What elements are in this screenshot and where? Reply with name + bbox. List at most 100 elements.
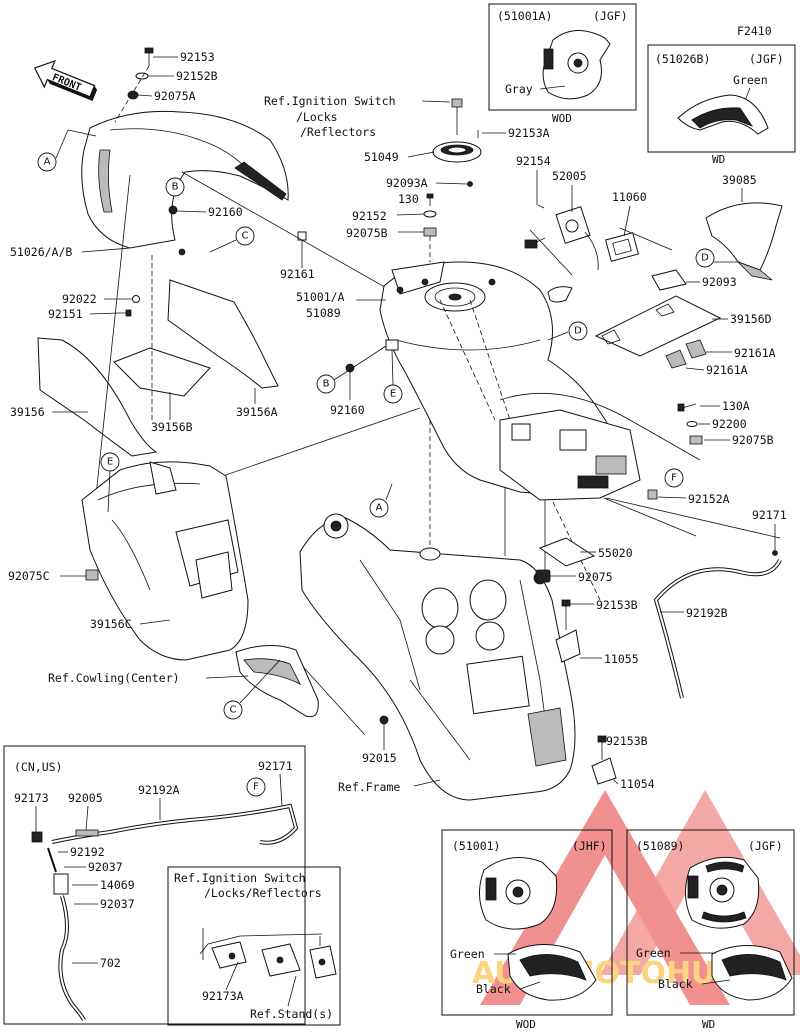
hardware-92152a xyxy=(647,489,658,500)
svg-text:92152: 92152 xyxy=(352,209,387,223)
svg-text:39156B: 39156B xyxy=(151,420,193,434)
svg-text:51049: 51049 xyxy=(364,150,399,164)
callout-c-2: C xyxy=(223,700,243,720)
svg-text:92192A: 92192A xyxy=(138,783,180,797)
panel-39156a xyxy=(167,279,279,389)
callout-f-1: F xyxy=(664,468,684,488)
svg-text:92192: 92192 xyxy=(70,845,105,859)
svg-text:92037: 92037 xyxy=(88,860,123,874)
svg-text:92153: 92153 xyxy=(180,50,215,64)
inset-51026b: (51026B) (JGF) Green WD xyxy=(647,44,796,166)
svg-text:92075B: 92075B xyxy=(732,433,774,447)
svg-text:11054: 11054 xyxy=(620,777,655,791)
side-cover-51026 xyxy=(81,110,289,249)
callout-a-2: A xyxy=(369,498,389,518)
hose-92192b xyxy=(653,550,782,699)
inset-ignition: Ref.Ignition Switch /Locks/Reflectors 92… xyxy=(167,866,341,1026)
panel-39156d xyxy=(594,295,722,357)
svg-text:/Locks: /Locks xyxy=(296,110,338,124)
svg-text:E: E xyxy=(390,389,396,400)
svg-text:14069: 14069 xyxy=(100,878,135,892)
grommet-92160 xyxy=(345,339,399,373)
callout-d-2: D xyxy=(695,248,715,268)
svg-text:92200: 92200 xyxy=(712,417,747,431)
svg-text:92160: 92160 xyxy=(208,205,243,219)
panel-39156 xyxy=(37,337,158,457)
callout-b-1: B xyxy=(165,177,185,197)
svg-text:52005: 52005 xyxy=(552,169,587,183)
svg-text:92154: 92154 xyxy=(516,154,551,168)
svg-text:92173A: 92173A xyxy=(202,989,244,1003)
svg-text:Green: Green xyxy=(450,947,485,961)
inset-cnus: (CN,US) 92171 F 92173 92005 92192A 92192… xyxy=(3,745,306,1025)
svg-text:702: 702 xyxy=(100,956,121,970)
inset-51001a-color: Gray xyxy=(505,82,533,96)
svg-text:(CN,US): (CN,US) xyxy=(14,760,62,774)
svg-text:(JHF): (JHF) xyxy=(572,839,607,853)
svg-text:92075: 92075 xyxy=(578,570,613,584)
pad-92093 xyxy=(651,269,687,291)
svg-text:B: B xyxy=(172,182,179,193)
svg-text:WD: WD xyxy=(702,1018,715,1031)
svg-text:D: D xyxy=(574,326,582,337)
svg-text:92161A: 92161A xyxy=(706,363,748,377)
callout-e-1: E xyxy=(383,384,403,404)
hardware-stack-130 xyxy=(423,193,437,262)
callout-b-2: B xyxy=(316,374,336,394)
svg-text:Ref.Frame: Ref.Frame xyxy=(338,780,400,794)
svg-text:130: 130 xyxy=(398,192,419,206)
inset-51026b-region: (JGF) xyxy=(749,52,784,66)
svg-text:/Locks/Reflectors: /Locks/Reflectors xyxy=(204,886,322,900)
inset-51001: (51001) (JHF) Green Black WOD xyxy=(441,829,613,1031)
svg-text:Ref.Ignition Switch: Ref.Ignition Switch xyxy=(264,94,396,108)
svg-text:A: A xyxy=(376,503,383,514)
svg-text:92151: 92151 xyxy=(48,307,83,321)
svg-text:F: F xyxy=(253,782,259,793)
svg-text:92075B: 92075B xyxy=(346,226,388,240)
pad-55020 xyxy=(538,537,596,567)
svg-text:C: C xyxy=(230,705,237,716)
panel-39156b xyxy=(113,347,211,397)
svg-text:92152B: 92152B xyxy=(176,69,218,83)
grommet-92075 xyxy=(535,569,551,583)
svg-text:92022: 92022 xyxy=(62,292,97,306)
svg-text:92153A: 92153A xyxy=(508,126,550,140)
part-39085 xyxy=(705,202,783,281)
labels-main: 92153 92152B 92075A 92160 51026/A/B 9216… xyxy=(8,50,787,794)
svg-text:92153B: 92153B xyxy=(596,598,638,612)
svg-text:92075C: 92075C xyxy=(8,569,50,583)
diagram-code: F2410 xyxy=(737,24,772,38)
svg-text:92173: 92173 xyxy=(14,791,49,805)
svg-text:11055: 11055 xyxy=(604,652,639,666)
svg-text:39085: 39085 xyxy=(722,173,757,187)
hardware-top-left xyxy=(114,47,307,317)
svg-text:51001/A: 51001/A xyxy=(296,290,345,304)
hardware-stack-130a xyxy=(677,403,703,445)
svg-text:92093: 92093 xyxy=(702,275,737,289)
inset-51001a-model: WOD xyxy=(552,112,572,125)
svg-text:Ref.Ignition Switch: Ref.Ignition Switch xyxy=(174,871,306,885)
inset-51089: (51089) (JGF) Green Black WD xyxy=(626,829,795,1031)
svg-text:92192B: 92192B xyxy=(686,606,728,620)
svg-text:92171: 92171 xyxy=(752,508,787,522)
svg-text:92093A: 92093A xyxy=(386,176,428,190)
svg-text:11060: 11060 xyxy=(612,190,647,204)
svg-text:39156C: 39156C xyxy=(90,617,132,631)
svg-text:92152A: 92152A xyxy=(688,492,730,506)
fuel-pump-52005 xyxy=(524,204,599,303)
clips-92161a xyxy=(665,339,707,369)
inset-51026b-code: (51026B) xyxy=(655,52,710,66)
bracket-11054 xyxy=(591,735,617,785)
svg-text:39156A: 39156A xyxy=(236,405,278,419)
svg-text:39156D: 39156D xyxy=(730,312,772,326)
svg-text:(JGF): (JGF) xyxy=(748,839,783,853)
svg-text:Green: Green xyxy=(636,946,671,960)
callout-a-1: A xyxy=(37,152,57,172)
svg-text:92161A: 92161A xyxy=(734,346,776,360)
gasket-11060 xyxy=(605,232,639,262)
svg-text:/Reflectors: /Reflectors xyxy=(300,125,376,139)
svg-text:A: A xyxy=(44,157,51,168)
svg-text:WOD: WOD xyxy=(516,1018,536,1031)
svg-text:92161: 92161 xyxy=(280,267,315,281)
